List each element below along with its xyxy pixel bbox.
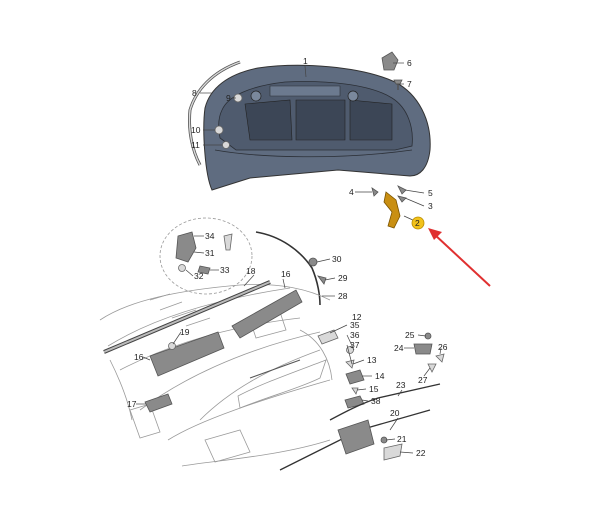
grommets xyxy=(214,93,243,149)
callout-2-highlight xyxy=(411,216,425,230)
callout-2: 2 xyxy=(415,218,420,228)
callout-16-lower: 16 xyxy=(134,352,144,362)
callout-17: 17 xyxy=(127,399,137,409)
callout-1: 1 xyxy=(303,56,308,66)
inset-circle xyxy=(159,217,253,295)
callout-33: 33 xyxy=(220,265,230,275)
callout-28: 28 xyxy=(338,291,348,301)
callout-14: 14 xyxy=(375,371,385,381)
callout-27: 27 xyxy=(418,375,428,385)
callout-16-upper: 16 xyxy=(281,269,291,279)
callout-22: 22 xyxy=(416,448,426,458)
callout-4: 4 xyxy=(349,187,354,197)
callout-24: 24 xyxy=(394,343,404,353)
callout-19: 19 xyxy=(180,327,190,337)
callout-13: 13 xyxy=(367,355,377,365)
lock-and-cable-parts xyxy=(249,329,445,471)
hood-hinge-part-2 xyxy=(371,185,407,229)
callout-7: 7 xyxy=(407,79,412,89)
callout-34: 34 xyxy=(205,231,215,241)
callout-38: 38 xyxy=(371,396,381,406)
callout-37: 37 xyxy=(350,340,360,350)
callout-23: 23 xyxy=(396,380,406,390)
callout-3: 3 xyxy=(428,201,433,211)
vehicle-front-sketch xyxy=(99,284,333,467)
callout-11: 11 xyxy=(191,140,200,150)
cowl-seal-strips xyxy=(103,280,303,413)
callout-29: 29 xyxy=(338,273,348,283)
callout-5: 5 xyxy=(428,188,433,198)
callout-31: 31 xyxy=(205,248,215,258)
callout-10: 10 xyxy=(191,125,201,135)
callout-8: 8 xyxy=(192,88,197,98)
callout-36: 36 xyxy=(350,330,360,340)
callout-labels: 1 2 3 4 5 6 7 8 9 10 11 12 13 14 15 16 1… xyxy=(127,56,448,458)
callout-9: 9 xyxy=(226,93,231,103)
callout-35: 35 xyxy=(350,320,360,330)
callout-21: 21 xyxy=(397,434,407,444)
callout-32: 32 xyxy=(194,271,204,281)
callout-15: 15 xyxy=(369,384,379,394)
callout-26: 26 xyxy=(438,342,448,352)
callout-30: 30 xyxy=(332,254,342,264)
callout-25: 25 xyxy=(405,330,415,340)
callout-18: 18 xyxy=(246,266,256,276)
red-pointer-arrow xyxy=(428,228,491,287)
callout-20: 20 xyxy=(390,408,400,418)
callout-12: 12 xyxy=(352,312,362,322)
callout-6: 6 xyxy=(407,58,412,68)
